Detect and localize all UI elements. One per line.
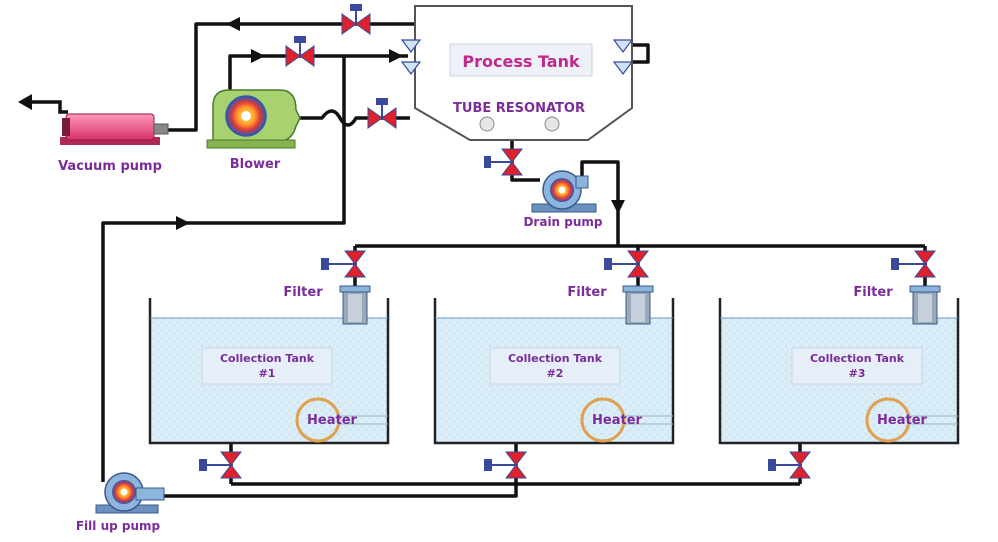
collection-tank-1: Collection Tank #1 Heater Filter: [148, 285, 390, 445]
inlet-nozzles-right: [612, 39, 634, 75]
arrow-return-right: [176, 216, 190, 230]
collection-tank-2: Collection Tank #2 Heater Filter: [433, 285, 675, 445]
filter-2-label: Filter: [567, 285, 607, 300]
blower-outlet-line: [300, 109, 410, 127]
tube-resonator-label: TUBE RESONATOR: [453, 101, 585, 116]
fill-up-pump-label: Fill up pump: [76, 519, 161, 533]
collection-tank-3-number: #3: [849, 367, 866, 380]
filter-1-cap: [339, 285, 371, 293]
collection-tank-1-label-box: [201, 347, 333, 385]
filter-2-cap: [622, 285, 654, 293]
process-tank: Process Tank TUBE RESONATOR: [400, 5, 634, 141]
resonator-port-right: [544, 116, 560, 132]
drain-pump[interactable]: [531, 170, 597, 213]
arrow-vacuum-left: [226, 17, 240, 31]
inlet-nozzles-left: [400, 39, 422, 75]
filter-1-label: Filter: [283, 285, 323, 300]
arrow-tank-in: [389, 49, 403, 63]
valve-tank2-inlet[interactable]: [604, 250, 650, 278]
valve-blower-outlet[interactable]: [367, 98, 397, 129]
vacuum-pump-body: [65, 113, 155, 141]
collection-tank-3: Collection Tank #3 Heater Filter: [718, 285, 960, 445]
valve-tank1-inlet[interactable]: [321, 250, 367, 278]
fill-up-pump[interactable]: [95, 472, 165, 514]
collection-tank-1-title: Collection Tank: [220, 352, 315, 365]
vacuum-pump[interactable]: [32, 100, 169, 145]
valve-blower-inlet[interactable]: [285, 36, 315, 67]
process-tank-title-box: [449, 43, 593, 77]
heater-2-label: Heater: [592, 413, 643, 428]
heater-1-coil: [295, 397, 341, 443]
vacuum-pump-label: Vacuum pump: [58, 159, 162, 174]
collection-tank-1-number: #1: [259, 367, 276, 380]
blower-inlet-line: [228, 54, 408, 95]
filter-3-label: Filter: [853, 285, 893, 300]
collection-tank-2-title: Collection Tank: [508, 352, 603, 365]
valve-drain[interactable]: [484, 148, 524, 176]
filter-3-cap: [909, 285, 941, 293]
drain-pump-label: Drain pump: [523, 215, 602, 229]
vacuum-line: [166, 22, 415, 132]
vacuum-pump-base: [60, 137, 160, 145]
heater-3-coil: [865, 397, 911, 443]
blower-label: Blower: [230, 157, 281, 172]
blower[interactable]: [206, 89, 301, 149]
resonator-port-left: [479, 116, 495, 132]
arrow-vacuum-exhaust: [18, 94, 32, 110]
valve-tank3-inlet[interactable]: [891, 250, 937, 278]
process-tank-title: Process Tank: [462, 52, 580, 71]
valve-vacuum-line[interactable]: [341, 4, 371, 35]
arrow-drain-down: [611, 200, 625, 214]
arrow-blower-in: [251, 49, 265, 63]
heater-1-label: Heater: [307, 413, 358, 428]
collection-tank-3-title: Collection Tank: [810, 352, 905, 365]
valve-tank1-outlet[interactable]: [199, 451, 243, 479]
heater-3-label: Heater: [877, 413, 928, 428]
valve-tank3-outlet[interactable]: [768, 451, 812, 479]
collection-tank-2-number: #2: [547, 367, 564, 380]
heater-2-coil: [580, 397, 626, 443]
flow-arrows: [18, 17, 625, 230]
collection-tank-2-label-box: [489, 347, 621, 385]
valve-tank2-outlet[interactable]: [484, 451, 528, 479]
return-line: [101, 56, 346, 482]
collection-tank-3-label-box: [791, 347, 923, 385]
